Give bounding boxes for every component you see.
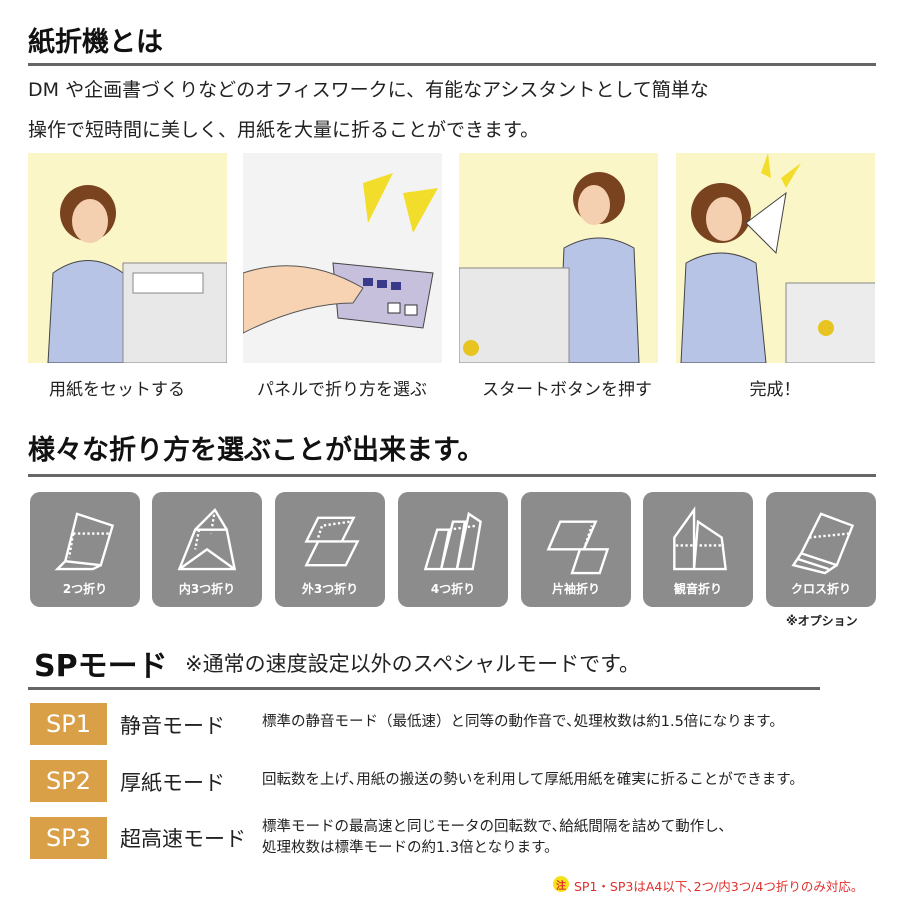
fold-diagram-icon xyxy=(304,516,360,567)
fold-diagram-icon xyxy=(791,512,855,575)
step-caption: 用紙をセットする xyxy=(49,380,185,400)
mode-badge-sp2: SP2 xyxy=(30,760,107,802)
fold-diagram-icon xyxy=(423,511,482,571)
divider xyxy=(28,63,876,66)
mode-name: 静音モード xyxy=(120,714,225,738)
fold-label: 観音折り xyxy=(673,582,722,596)
note-icon: 注 xyxy=(553,876,569,892)
sp-subtitle: ※通常の速度設定以外のスペシャルモードです。 xyxy=(185,652,641,676)
page-title: 紙折機とは xyxy=(28,27,163,58)
illustration-complete xyxy=(676,153,875,363)
fold-label: クロス折り xyxy=(790,582,851,596)
fold-type-card: 片袖折り xyxy=(521,492,631,607)
illustration-set-paper xyxy=(28,153,227,363)
fold-diagram-icon xyxy=(177,507,237,571)
fold-label: 4つ折り xyxy=(430,582,476,596)
fold-diagram-icon xyxy=(546,520,610,575)
fold-diagram-icon xyxy=(673,506,727,571)
divider xyxy=(28,474,876,477)
fold-diagram-icon xyxy=(54,512,115,571)
fold-label: 外3つ折り xyxy=(301,582,359,596)
sp-title: SPモード xyxy=(34,649,168,684)
section-title-folds: 様々な折り方を選ぶことが出来ます。 xyxy=(28,435,485,466)
mode-description: 標準の静音モード（最低速）と同等の動作音で､処理枚数は約1.5倍になります。 xyxy=(262,714,784,730)
mode-description-line: 標準モードの最高速と同じモータの回転数で､給紙間隔を詰めて動作し､ xyxy=(262,819,726,835)
mode-name: 超高速モード xyxy=(120,827,246,851)
fold-label: 片袖折り xyxy=(551,582,600,596)
fold-type-card: クロス折り xyxy=(766,492,876,607)
step-caption: 完成！ xyxy=(749,380,801,400)
fold-type-card: 外3つ折り xyxy=(275,492,385,607)
footnote: SP1・SP3はA4以下､2つ/内3つ/4つ折りのみ対応。 xyxy=(574,879,864,894)
intro-line-2: 操作で短時間に美しく、用紙を大量に折ることができます。 xyxy=(28,119,540,141)
fold-type-card: 2つ折り xyxy=(30,492,140,607)
fold-label: 2つ折り xyxy=(62,582,108,596)
illustration-start-button xyxy=(459,153,658,363)
mode-description: 標準モードの最高速と同じモータの回転数で､給紙間隔を詰めて動作し､ 処理枚数は標準… xyxy=(262,817,726,859)
intro-line-1: DM や企画書づくりなどのオフィスワークに、有能なアシスタントとして簡単な xyxy=(28,79,709,101)
mode-badge-sp3: SP3 xyxy=(30,817,107,859)
fold-type-card: 観音折り xyxy=(643,492,753,607)
fold-label: 内3つ折り xyxy=(178,582,236,596)
fold-type-card: 内3つ折り xyxy=(152,492,262,607)
step-caption: パネルで折り方を選ぶ xyxy=(257,380,427,400)
divider xyxy=(28,687,820,690)
mode-description-line: 処理枚数は標準モードの約1.3倍となります。 xyxy=(262,840,559,856)
illustration-panel xyxy=(243,153,442,363)
fold-type-card: 4つ折り xyxy=(398,492,508,607)
mode-name: 厚紙モード xyxy=(120,771,225,795)
mode-description: 回転数を上げ､用紙の搬送の勢いを利用して厚紙用紙を確実に折ることができます。 xyxy=(262,772,804,788)
mode-badge-sp1: SP1 xyxy=(30,703,107,745)
option-note: ※オプション xyxy=(786,614,858,628)
step-caption: スタートボタンを押す xyxy=(482,380,652,400)
